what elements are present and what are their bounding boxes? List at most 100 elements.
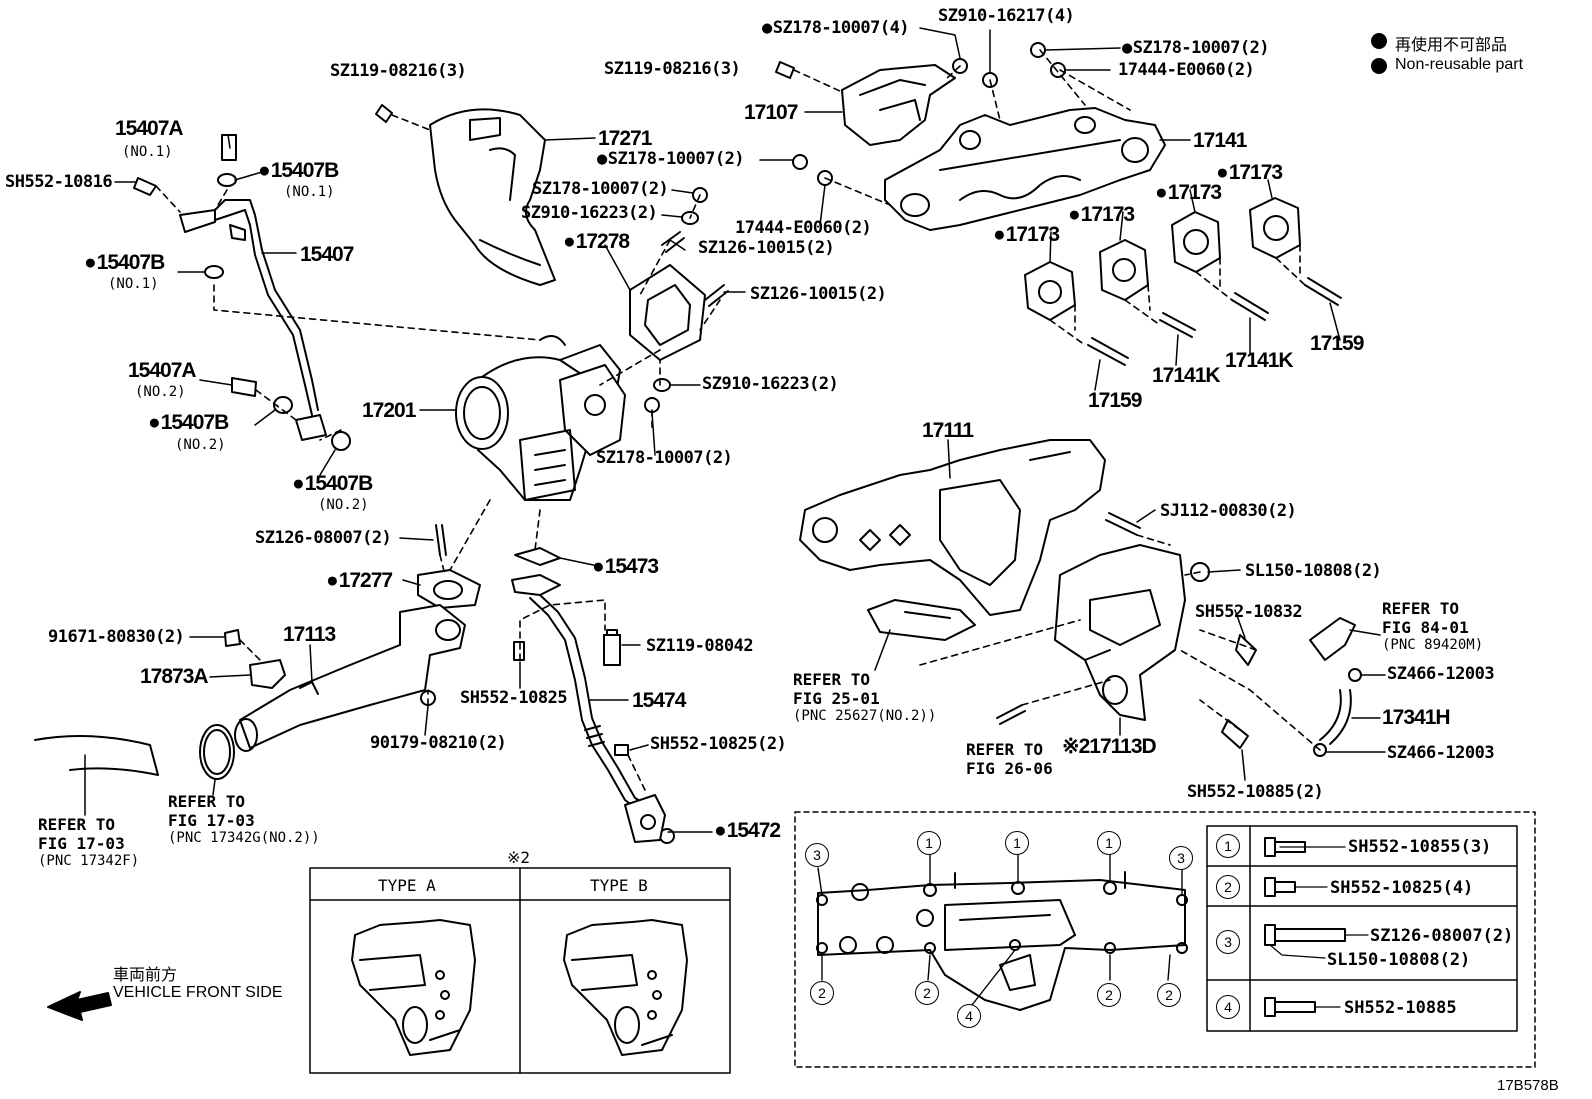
key-part-4: SH552-10885 (1344, 998, 1457, 1018)
callout-2-c: 2 (1097, 983, 1121, 1007)
key-bolts (1264, 837, 1369, 1017)
key-num-1: 1 (1216, 834, 1240, 858)
callout-4: 4 (957, 1004, 981, 1028)
label-15407a-2: 15407A (128, 359, 197, 382)
gasket-17277 (417, 569, 481, 609)
label-17159-b: 17159 (1310, 332, 1364, 355)
callout-3-b: 3 (1169, 846, 1193, 870)
hose (34, 735, 159, 776)
label-no1-c: (NO.1) (108, 276, 159, 292)
label-17141: 17141 (1193, 129, 1247, 152)
label-17444-e0060-b: 17444-E0060(2) (735, 218, 872, 238)
key-num-2: 2 (1216, 875, 1240, 899)
label-sz466-12003-b: SZ466-12003 (1387, 743, 1495, 763)
label-17173-b: 17173 (1068, 204, 1135, 225)
label-17341h: 17341H (1382, 706, 1451, 729)
type-a-title: TYPE A (378, 876, 436, 895)
flange-box (794, 811, 1536, 1068)
flange-leaders (817, 854, 1183, 1006)
label-sz466-12003-a: SZ466-12003 (1387, 664, 1495, 684)
label-15407b-1: 15407B (258, 160, 340, 181)
label-sh552-10885-2: SH552-10885(2) (1187, 782, 1324, 802)
oil-pipe-15474 (529, 594, 666, 843)
label-no2-a: (NO.2) (135, 384, 186, 400)
label-17141k-b: 17141K (1225, 349, 1294, 372)
legend-jp: 再使用不可部品 (1395, 37, 1508, 54)
heat-shield-17271 (429, 108, 556, 286)
label-sh552-10816: SH552-10816 (5, 172, 113, 192)
label-17141k-a: 17141K (1152, 364, 1221, 387)
label-sz910-16223-a: SZ910-16223(2) (521, 203, 658, 223)
callout-2-a: 2 (810, 981, 834, 1005)
callout-1-a: 1 (917, 831, 941, 855)
key-part-3b: SL150-10808(2) (1327, 950, 1471, 970)
label-sh552-10825: SH552-10825 (460, 688, 568, 708)
label-15407b-4: 15407B (292, 473, 374, 494)
label-17278: 17278 (563, 231, 630, 252)
label-17201: 17201 (362, 399, 416, 422)
exhaust-manifold-17141 (884, 107, 1166, 231)
sensor-sz119 (603, 634, 621, 666)
bracket-17113d (1054, 544, 1186, 721)
label-17271: 17271 (598, 127, 652, 150)
label-sz126-10015-a: SZ126-10015(2) (698, 238, 835, 258)
gasket-15473 (511, 547, 561, 596)
gasket-17278 (629, 264, 706, 361)
label-sh552-10832: SH552-10832 (1195, 602, 1303, 622)
front-side-jp: 車両前方 (113, 967, 178, 984)
label-17873a: 17873A (140, 665, 209, 688)
label-17173-c: 17173 (1155, 182, 1222, 203)
callout-3-a: 3 (805, 843, 829, 867)
clamp (199, 724, 235, 780)
oil-pipe-15407 (179, 199, 327, 441)
label-15407b-3: 15407B (148, 412, 230, 433)
callout-2-b: 2 (915, 981, 939, 1005)
studs (435, 231, 1342, 725)
key-num-4: 4 (1216, 995, 1240, 1019)
figure-code: 17B578B (1497, 1077, 1559, 1094)
ref-84-bracket (1309, 617, 1356, 661)
label-sz178-10007-2-b: SZ178-10007(2) (597, 151, 745, 168)
label-sz178-10007-2-c: SZ178-10007(2) (532, 179, 669, 199)
key-num-3: 3 (1216, 930, 1240, 954)
callout-1-c: 1 (1097, 831, 1121, 855)
label-sz178-10007-2-a: SZ178-10007(2) (1122, 40, 1270, 57)
label-17444-e0060-a: 17444-E0060(2) (1118, 60, 1255, 80)
label-sz119-08216-a: SZ119-08216(3) (330, 61, 467, 81)
bracket-17873a (249, 659, 286, 689)
manifold-17111 (799, 439, 1106, 616)
label-17277: 17277 (326, 570, 393, 591)
ref-25-gasket (867, 599, 976, 641)
label-sz178-10007-4: SZ178-10007(4) (762, 20, 910, 37)
flange-drawing (816, 871, 1188, 1011)
label-15474: 15474 (632, 689, 686, 712)
label-sz126-10015-b: SZ126-10015(2) (750, 284, 887, 304)
legend-dot (1371, 58, 1387, 74)
note-2: ※2 (507, 848, 531, 867)
insulator-17107 (841, 64, 956, 146)
callout-2-d: 2 (1157, 983, 1181, 1007)
type-b-drawing (563, 919, 688, 1056)
label-sz910-16217-4: SZ910-16217(4) (938, 6, 1075, 26)
legend-dot (1371, 33, 1387, 49)
type-b-title: TYPE B (590, 876, 648, 895)
label-sz910-16223-b: SZ910-16223(2) (702, 374, 839, 394)
label-15407a-1: 15407A (115, 117, 184, 140)
label-sz119-08042: SZ119-08042 (646, 636, 754, 656)
label-17173-d: 17173 (1216, 162, 1283, 183)
label-15407b-2: 15407B (84, 252, 166, 273)
gaskets-17173 (1024, 197, 1301, 321)
label-no1-b: (NO.1) (284, 184, 335, 200)
label-sj112-00830: SJ112-00830(2) (1160, 501, 1297, 521)
label-17173-a: 17173 (993, 224, 1060, 245)
label-91671-80830: 91671-80830(2) (48, 627, 185, 647)
key-part-3: SZ126-08007(2) (1370, 926, 1514, 946)
label-90179-08210: 90179-08210(2) (370, 733, 507, 753)
label-sz178-10007-2-d: SZ178-10007(2) (596, 448, 733, 468)
label-15472: 15472 (714, 820, 781, 841)
dashed-lines (155, 49, 1321, 791)
